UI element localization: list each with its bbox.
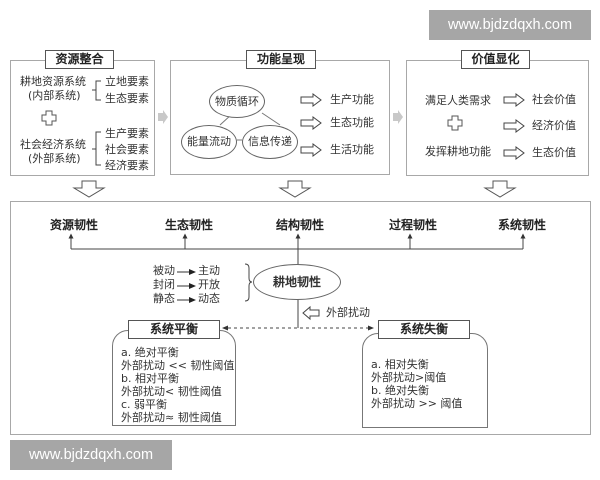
arrow-right-icon — [503, 93, 525, 107]
resilience-type: 结构韧性 — [276, 218, 325, 232]
function-label: 生活功能 — [330, 143, 374, 156]
transition-to: 主动 — [198, 264, 220, 277]
resilience-type: 资源韧性 — [50, 218, 99, 232]
transition-from: 被动 — [153, 264, 175, 277]
external-element: 经济要素 — [105, 159, 149, 172]
watermark-top: www.bjdzdqxh.com — [429, 10, 591, 40]
balance-line: a. 绝对平衡 — [121, 346, 179, 359]
connector-arrow-icon — [393, 110, 403, 124]
arrow-right-icon — [177, 297, 196, 303]
arrow-left-icon — [302, 305, 320, 321]
resilience-type: 过程韧性 — [389, 218, 438, 232]
arrow-right-icon — [300, 143, 322, 157]
material-cycle-node: 物质循环 — [209, 85, 265, 118]
energy-flow-node: 能量流动 — [181, 125, 237, 159]
arrow-right-icon — [300, 116, 322, 130]
balance-line: 外部扰动< 韧性阈值 — [121, 385, 222, 398]
imbalance-line: a. 相对失衡 — [371, 358, 429, 371]
system-balance-box — [112, 330, 236, 426]
function-label: 生产功能 — [330, 93, 374, 106]
value-label: 社会价值 — [532, 93, 576, 106]
balance-line: 外部扰动 << 韧性阈值 — [121, 359, 235, 372]
arrow-right-icon — [300, 93, 322, 107]
external-element: 生产要素 — [105, 127, 149, 140]
internal-element: 立地要素 — [105, 75, 149, 88]
balance-line: b. 相对平衡 — [121, 372, 179, 385]
resilience-type: 生态韧性 — [165, 218, 214, 232]
resource-integration-title: 资源整合 — [45, 50, 114, 69]
external-disturbance-label: 外部扰动 — [326, 306, 370, 319]
internal-system-label: 耕地资源系统 — [20, 75, 86, 88]
system-imbalance-title: 系统失衡 — [378, 320, 470, 339]
plus-icon — [447, 115, 463, 131]
transition-to: 开放 — [198, 278, 220, 291]
value-label: 生态价值 — [532, 146, 576, 159]
function-label: 生态功能 — [330, 116, 374, 129]
external-system-label: 社会经济系统 — [20, 138, 86, 151]
arrow-right-icon — [503, 119, 525, 133]
down-arrow-icon — [483, 180, 517, 198]
plus-icon — [41, 110, 57, 126]
external-system-sub: (外部系统) — [28, 152, 81, 165]
arrow-right-icon — [177, 269, 196, 275]
down-arrow-icon — [72, 180, 106, 198]
arrow-right-icon — [177, 283, 196, 289]
value-source-label: 发挥耕地功能 — [425, 145, 491, 158]
external-bracket — [92, 131, 101, 166]
imbalance-line: 外部扰动>阈值 — [371, 371, 447, 384]
value-label: 经济价值 — [532, 119, 576, 132]
transition-to: 动态 — [198, 292, 220, 305]
imbalance-line: 外部扰动 >> 阈值 — [371, 397, 463, 410]
farmland-resilience-node: 耕地韧性 — [253, 264, 341, 300]
system-imbalance-box — [362, 333, 488, 428]
connector-arrow-icon — [158, 110, 168, 124]
external-element: 社会要素 — [105, 143, 149, 156]
resilience-type: 系统韧性 — [498, 218, 547, 232]
down-arrow-icon — [278, 180, 312, 198]
balance-line: c. 弱平衡 — [121, 398, 168, 411]
information-transfer-node: 信息传递 — [242, 125, 298, 159]
resilience-panel — [10, 201, 591, 435]
function-presentation-title: 功能呈现 — [246, 50, 316, 69]
system-balance-title: 系统平衡 — [128, 320, 220, 339]
resource-integration-panel — [10, 60, 155, 176]
internal-system-sub: (内部系统) — [28, 89, 81, 102]
arrow-right-icon — [503, 146, 525, 160]
value-manifestation-title: 价值显化 — [461, 50, 530, 69]
internal-bracket — [92, 80, 101, 101]
internal-element: 生态要素 — [105, 92, 149, 105]
balance-line: 外部扰动≈ 韧性阈值 — [121, 411, 222, 424]
watermark-bottom: www.bjdzdqxh.com — [10, 440, 172, 470]
value-source-label: 满足人类需求 — [425, 94, 491, 107]
imbalance-line: b. 绝对失衡 — [371, 384, 429, 397]
transition-from: 封闭 — [153, 278, 175, 291]
transition-from: 静态 — [153, 292, 175, 305]
